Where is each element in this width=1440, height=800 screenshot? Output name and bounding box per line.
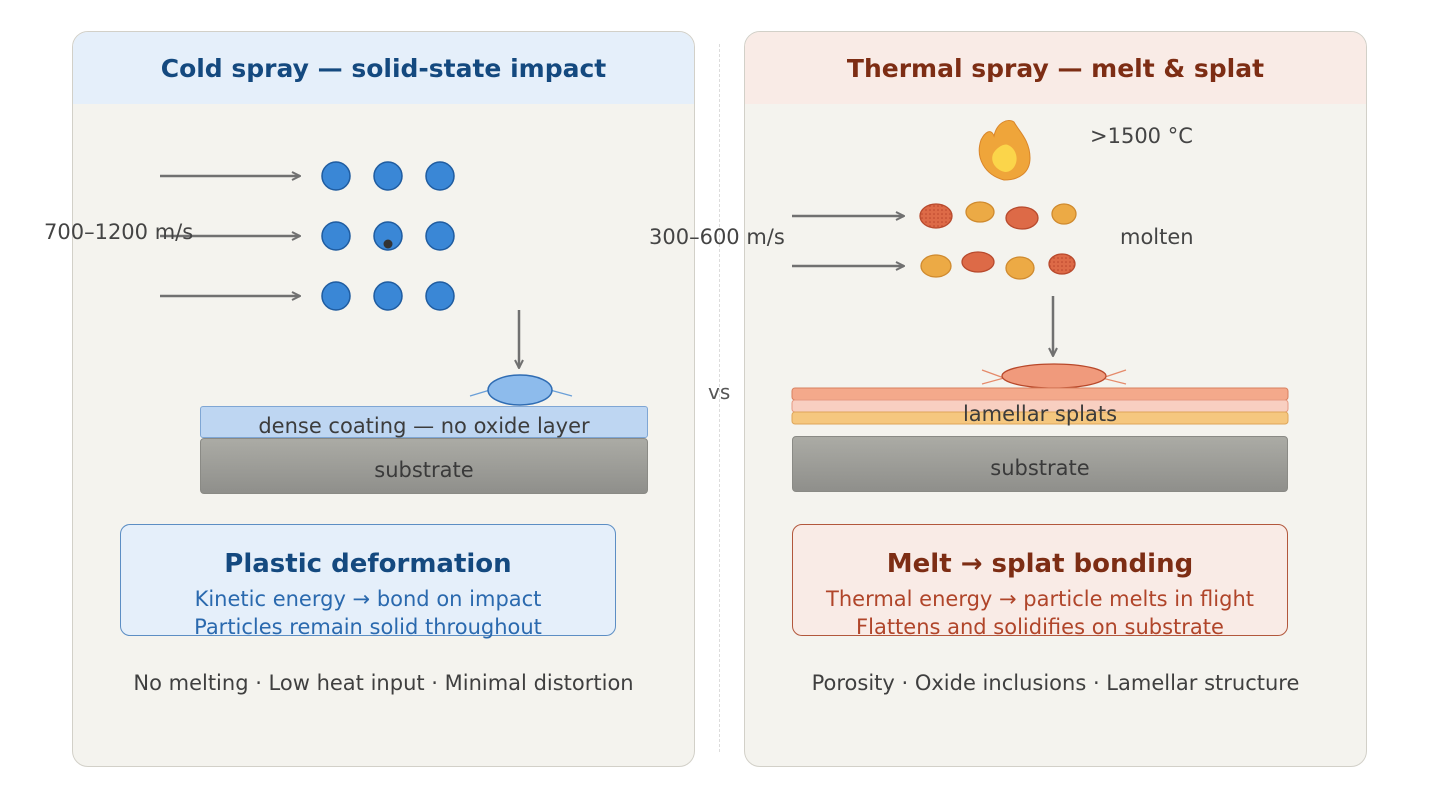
cold-mechanism-line1: Kinetic energy → bond on impact [194, 587, 542, 611]
thermal-mechanism-line1: Thermal energy → particle melts in fligh… [826, 587, 1254, 611]
thermal-spray-title: Thermal spray — melt & splat [745, 32, 1366, 104]
solid-particle [425, 281, 455, 311]
vs-label: vs [708, 380, 731, 404]
molten-label: molten [1120, 225, 1194, 249]
molten-particle [920, 254, 952, 278]
thermal-velocity-label: 300–600 m/s [649, 225, 785, 249]
solid-particle [425, 161, 455, 191]
molten-particle [1005, 206, 1039, 230]
cold-impact-flattened-particle [469, 374, 573, 406]
solid-particle [425, 221, 455, 251]
solid-particle [321, 221, 351, 251]
solid-particle [373, 281, 403, 311]
thermal-mechanism-title: Melt → splat bonding [886, 549, 1194, 579]
solid-particle [321, 281, 351, 311]
cold-substrate: substrate [200, 438, 648, 494]
cold-velocity-arrows [160, 176, 300, 296]
molten-particle [965, 201, 995, 223]
dense-coating-layer: dense coating — no oxide layer [200, 406, 648, 438]
molten-particle [961, 251, 995, 273]
cold-footer: No melting · Low heat input · Minimal di… [133, 671, 634, 695]
thermal-velocity-arrows [792, 216, 904, 266]
particle-marker-dot [383, 239, 393, 249]
cold-mechanism-title: Plastic deformation [224, 549, 512, 579]
molten-particles [919, 201, 1077, 280]
cold-particles [321, 161, 455, 311]
thermal-mechanism-box: Melt → splat bonding Thermal energy → pa… [792, 524, 1288, 639]
lamellar-splats-label: lamellar splats [962, 402, 1118, 426]
solid-particle [373, 161, 403, 191]
solid-particle [373, 221, 403, 251]
thermal-splat-impact [981, 363, 1127, 389]
thermal-substrate: substrate [792, 436, 1288, 492]
cold-mechanism-box: Plastic deformation Kinetic energy → bon… [120, 524, 616, 639]
molten-particle [920, 204, 952, 228]
molten-particle [1051, 203, 1077, 225]
cold-spray-panel: Cold spray — solid-state impact [72, 31, 695, 767]
cold-velocity-label: 700–1200 m/s [44, 220, 194, 244]
cold-spray-title: Cold spray — solid-state impact [73, 32, 694, 104]
thermal-mechanism-line2: Flattens and solidifies on substrate [856, 615, 1224, 639]
thermal-footer: Porosity · Oxide inclusions · Lamellar s… [811, 671, 1300, 695]
divider [719, 44, 720, 752]
solid-particle [321, 161, 351, 191]
flame-icon [978, 120, 1031, 181]
cold-mechanism-line2: Particles remain solid throughout [194, 615, 542, 639]
molten-particle [1005, 256, 1035, 280]
temperature-label: >1500 °C [1090, 124, 1193, 148]
lamellar-layers [791, 387, 1289, 425]
